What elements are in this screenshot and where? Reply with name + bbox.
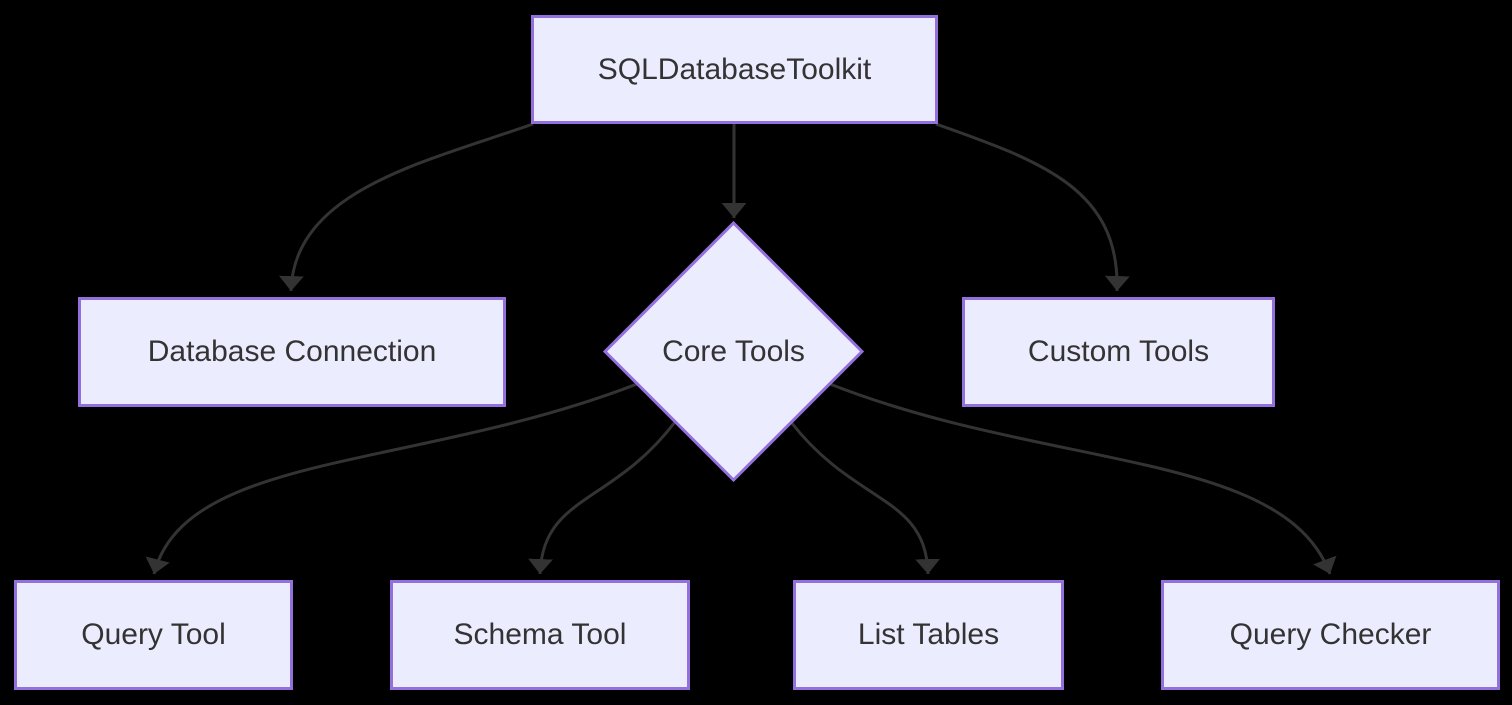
edge-core-tools-to-query-checker xyxy=(829,382,1337,575)
node-sqldatabasetoolkit: SQLDatabaseToolkit xyxy=(531,15,938,124)
edge-sqldatabasetoolkit-to-database-connection xyxy=(279,122,534,292)
node-schema-tool: Schema Tool xyxy=(390,580,690,690)
node-list-tables-label: List Tables xyxy=(857,618,1000,651)
node-core-tools-label: Core Tools xyxy=(662,334,805,368)
node-database-connection-label: Database Connection xyxy=(147,335,437,368)
node-core-tools: Core Tools xyxy=(602,220,865,483)
node-query-tool-label: Query Tool xyxy=(81,618,226,651)
edge-core-tools-to-list-tables xyxy=(789,421,941,575)
node-query-checker-label: Query Checker xyxy=(1229,618,1432,651)
node-query-checker: Query Checker xyxy=(1161,580,1500,690)
node-list-tables: List Tables xyxy=(793,580,1064,690)
edge-sqldatabasetoolkit-to-custom-tools xyxy=(935,122,1130,292)
node-custom-tools-label: Custom Tools xyxy=(1027,335,1210,368)
node-database-connection: Database Connection xyxy=(78,297,506,407)
node-custom-tools: Custom Tools xyxy=(962,297,1275,407)
edge-core-tools-to-query-tool xyxy=(145,382,638,575)
node-sqldatabasetoolkit-label: SQLDatabaseToolkit xyxy=(597,52,872,86)
edge-core-tools-to-schema-tool xyxy=(528,421,677,575)
diamond-shape xyxy=(602,220,865,483)
diamond-polygon xyxy=(602,220,865,483)
node-schema-tool-label: Schema Tool xyxy=(453,618,627,651)
node-query-tool: Query Tool xyxy=(14,580,293,690)
